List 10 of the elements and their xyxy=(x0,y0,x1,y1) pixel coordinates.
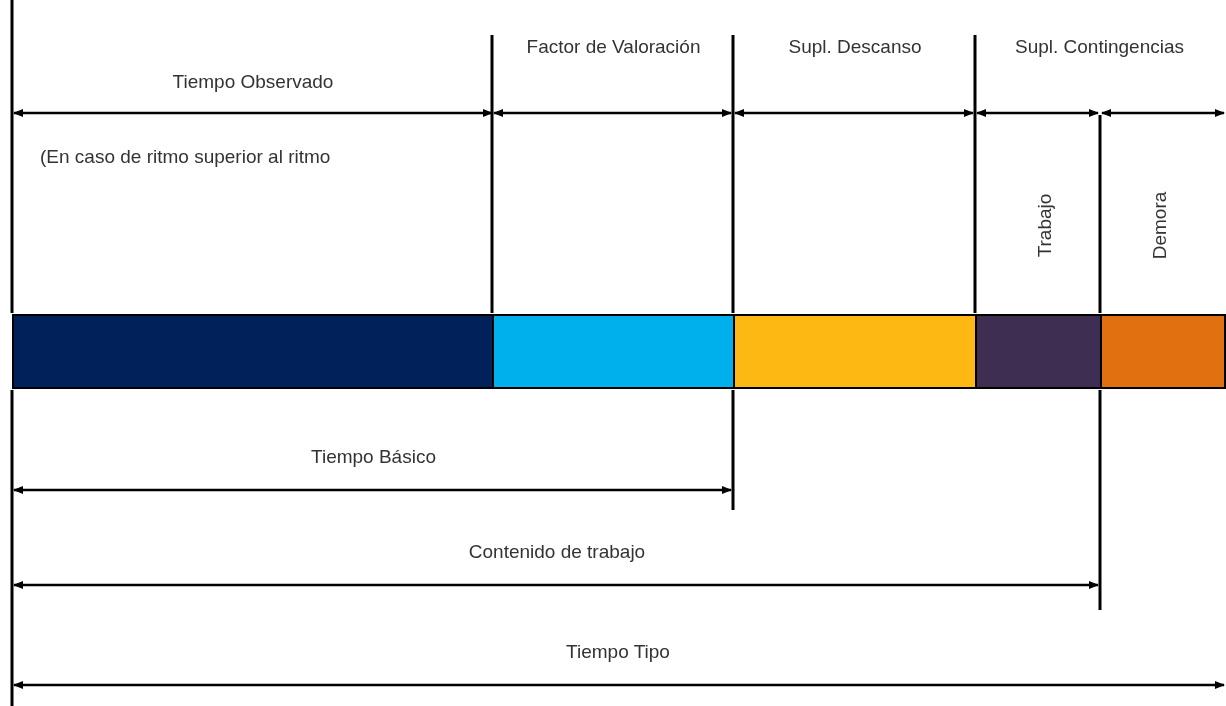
segment-label: Demora xyxy=(1148,191,1172,259)
column-heading: Supl. Descanso xyxy=(787,35,923,58)
dimension-label: Tiempo Básico xyxy=(310,445,437,468)
column-heading: Factor de Valoración xyxy=(525,35,702,58)
dimension-label: Contenido de trabajo xyxy=(467,540,647,563)
segment-label: Trabajo xyxy=(1033,193,1057,257)
column-heading: Tiempo Observado xyxy=(171,70,335,93)
column-heading: Supl. Contingencias xyxy=(1014,35,1185,58)
note-text: (En caso de ritmo superior al ritmo xyxy=(40,145,331,168)
dimension-label: Tiempo Tipo xyxy=(565,640,671,663)
